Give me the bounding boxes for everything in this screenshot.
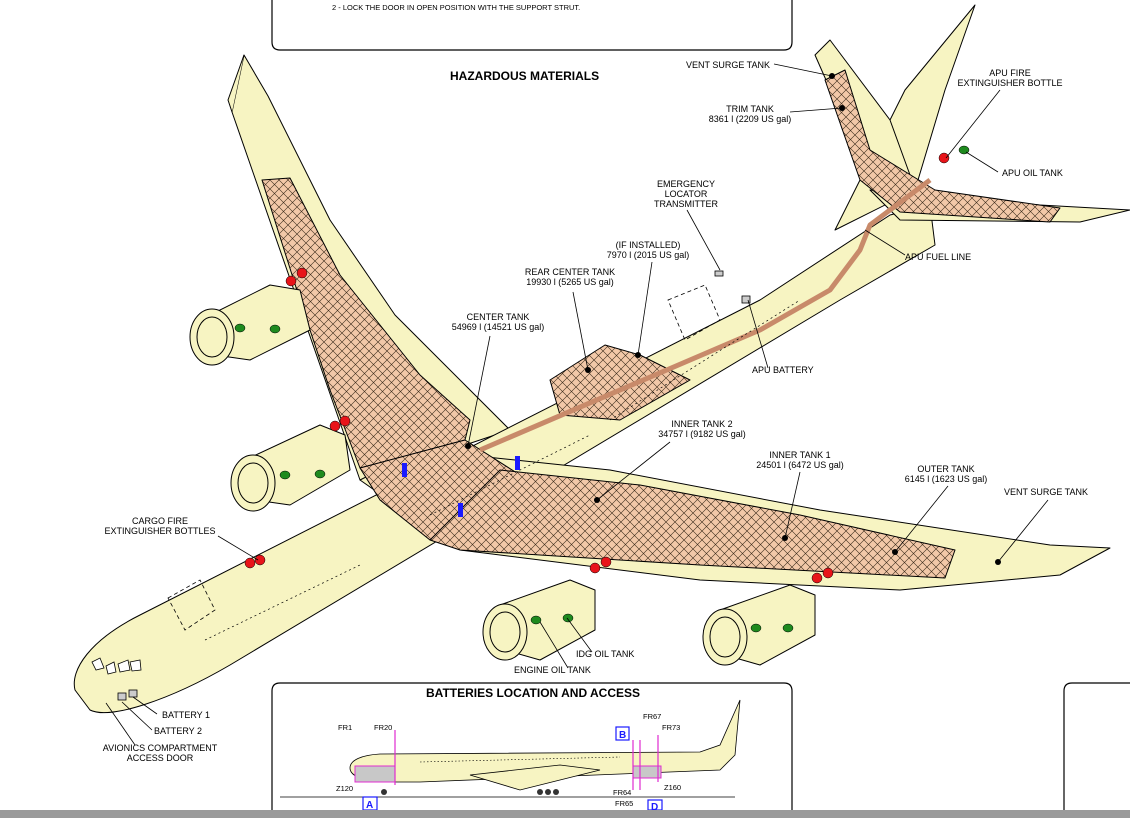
label-apu-fuel-line: APU FUEL LINE	[905, 252, 971, 262]
label-rear-center-tank: REAR CENTER TANK	[525, 267, 615, 277]
label-center-tank: CENTER TANK	[467, 312, 530, 322]
apu-fuel-line	[479, 178, 932, 453]
engine-3	[482, 579, 596, 661]
label-cargo-fire-2: EXTINGUISHER BOTTLES	[104, 526, 215, 536]
top-note-box: 2 - LOCK THE DOOR IN OPEN POSITION WITH …	[271, 0, 793, 51]
labels: VENT SURGE TANK TRIM TANK 8361 l (2209 U…	[103, 60, 1088, 763]
label-apu-fire-2: EXTINGUISHER BOTTLE	[957, 78, 1062, 88]
bottom-scroll-bar[interactable]	[0, 810, 1130, 818]
callout-d: D	[651, 802, 658, 813]
trim-tank	[824, 69, 1061, 223]
label-idg-oil-tank: IDG OIL TANK	[576, 649, 634, 659]
frame-fr20: FR20	[374, 723, 392, 732]
label-avionics-door: AVIONICS COMPARTMENT	[103, 743, 218, 753]
engine-4	[702, 584, 816, 666]
zone-z160: Z160	[664, 783, 681, 792]
label-if-installed-capacity: 7970 l (2015 US gal)	[607, 250, 690, 260]
aircraft	[73, 4, 1130, 714]
battery-icons	[117, 295, 751, 701]
label-inner-tank-2-capacity: 34757 l (9182 US gal)	[658, 429, 746, 439]
engine-2	[230, 424, 351, 512]
label-apu-oil-tank: APU OIL TANK	[1002, 168, 1063, 178]
engine-1	[189, 284, 311, 366]
label-inner-tank-2: INNER TANK 2	[671, 419, 732, 429]
label-vent-surge-wing: VENT SURGE TANK	[1004, 487, 1088, 497]
elt-icon	[714, 270, 724, 277]
section-title: HAZARDOUS MATERIALS	[450, 69, 599, 83]
batteries-panel-title: BATTERIES LOCATION AND ACCESS	[426, 686, 640, 700]
label-rear-center-tank-capacity: 19930 l (5265 US gal)	[526, 277, 614, 287]
frame-fr64: FR64	[613, 788, 631, 797]
label-center-tank-capacity: 54969 l (14521 US gal)	[452, 322, 545, 332]
label-battery-2: BATTERY 2	[154, 726, 202, 736]
label-outer-tank: OUTER TANK	[917, 464, 974, 474]
label-outer-tank-capacity: 6145 l (1623 US gal)	[905, 474, 988, 484]
label-elt-2: LOCATOR	[665, 189, 708, 199]
top-note-text: 2 - LOCK THE DOOR IN OPEN POSITION WITH …	[332, 3, 580, 12]
label-apu-battery: APU BATTERY	[752, 365, 814, 375]
label-trim-tank-capacity: 8361 l (2209 US gal)	[709, 114, 792, 124]
cargo-doors	[167, 284, 721, 631]
zone-z120: Z120	[336, 784, 353, 793]
label-inner-tank-1: INNER TANK 1	[769, 450, 830, 460]
label-elt-1: EMERGENCY	[657, 179, 715, 189]
label-elt-3: TRANSMITTER	[654, 199, 718, 209]
frame-fr65: FR65	[615, 799, 633, 808]
right-panel-edge	[1063, 682, 1130, 818]
label-avionics-door-2: ACCESS DOOR	[127, 753, 194, 763]
cockpit-windows	[91, 657, 142, 675]
label-inner-tank-1-capacity: 24501 l (6472 US gal)	[756, 460, 844, 470]
label-cargo-fire: CARGO FIRE	[132, 516, 188, 526]
frame-fr67: FR67	[643, 712, 661, 721]
frame-fr73: FR73	[662, 723, 680, 732]
batteries-panel: BATTERIES LOCATION AND ACCESS FR1 FR20 F…	[271, 682, 793, 818]
label-battery-1: BATTERY 1	[162, 710, 210, 720]
red-markers	[244, 152, 950, 584]
right-wing-tank	[429, 469, 956, 579]
label-trim-tank: TRIM TANK	[726, 104, 774, 114]
label-vent-surge-tail: VENT SURGE TANK	[686, 60, 770, 70]
label-if-installed: (IF INSTALLED)	[616, 240, 681, 250]
blue-markers	[402, 456, 520, 517]
green-markers	[234, 145, 970, 633]
callout-b: B	[619, 730, 626, 741]
label-engine-oil-tank: ENGINE OIL TANK	[514, 665, 591, 675]
leader-dots	[465, 73, 1001, 565]
window-rows	[204, 299, 801, 641]
leader-lines	[105, 63, 1049, 746]
frame-fr1: FR1	[338, 723, 352, 732]
callout-a: A	[366, 800, 373, 811]
label-apu-fire: APU FIRE	[989, 68, 1031, 78]
left-wing-tank	[261, 177, 471, 469]
